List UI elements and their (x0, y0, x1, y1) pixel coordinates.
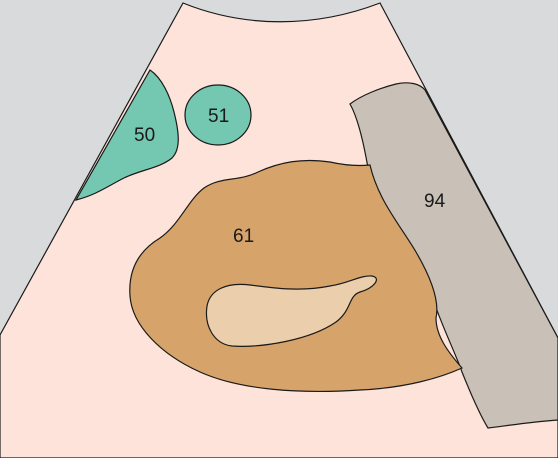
label-61: 61 (233, 226, 254, 247)
label-51: 51 (208, 106, 229, 127)
label-50: 50 (134, 125, 155, 146)
label-94: 94 (424, 191, 446, 212)
